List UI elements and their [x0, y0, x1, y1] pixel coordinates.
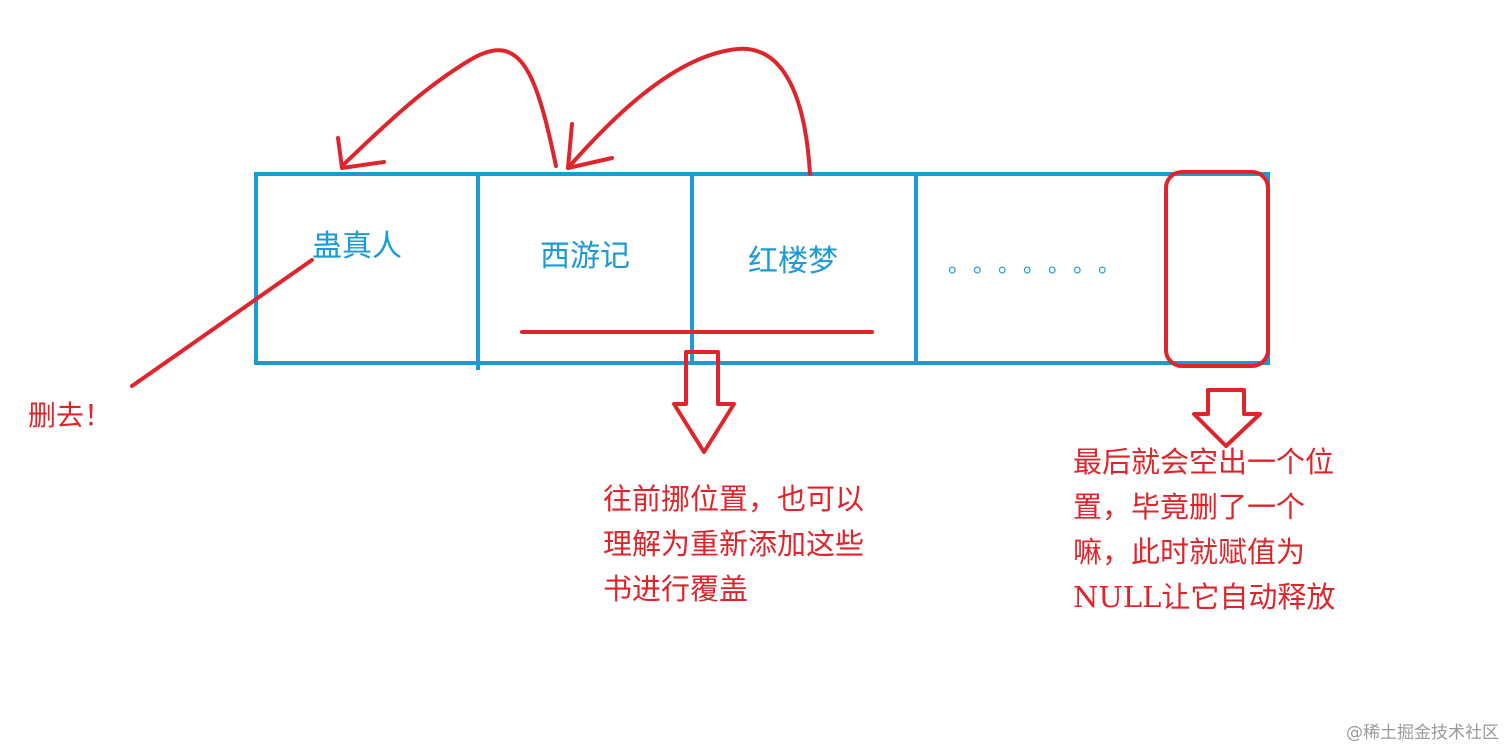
null-note-line-2: 置，毕竟删了一个 — [1073, 490, 1306, 524]
watermark: @稀土掘金技术社区 — [1346, 723, 1499, 743]
delete-label-text: 删去！ — [28, 399, 113, 432]
down-arrow-null-note — [1192, 388, 1262, 448]
shift-note-line-1: 往前挪位置，也可以 — [603, 482, 865, 516]
down-arrow-shift-note — [672, 350, 736, 454]
cell-label-2: 西游记 — [540, 239, 630, 274]
annotations — [130, 46, 1270, 454]
cell-label-3: 红楼梦 — [748, 244, 838, 279]
ellipsis-dots: 。。。。。。。 — [948, 253, 1135, 278]
shift-arrowhead-2 — [566, 122, 614, 170]
freed-slot-marker — [1164, 170, 1270, 368]
shift-arrow-2 — [566, 46, 812, 176]
shift-arrow-1 — [340, 48, 558, 168]
null-note-line-4: NULL让它自动释放 — [1073, 580, 1336, 614]
delete-label: 删去！ — [28, 393, 112, 438]
null-note-line-1: 最后就会空出一个位 — [1073, 445, 1335, 479]
shift-note: 往前挪位置，也可以 理解为重新添加这些 书进行覆盖 — [603, 477, 864, 612]
shift-arrowhead-1 — [336, 136, 386, 170]
null-note: 最后就会空出一个位 置，毕竟删了一个 嘛，此时就赋值为 NULL让它自动释放 — [1073, 440, 1335, 620]
delete-strike-line — [130, 258, 314, 388]
shift-note-line-2: 理解为重新添加这些 — [603, 527, 865, 561]
null-note-line-3: 嘛，此时就赋值为 — [1073, 535, 1306, 569]
cell-label-1: 蛊真人 — [312, 229, 402, 264]
shift-note-line-3: 书进行覆盖 — [603, 572, 749, 606]
